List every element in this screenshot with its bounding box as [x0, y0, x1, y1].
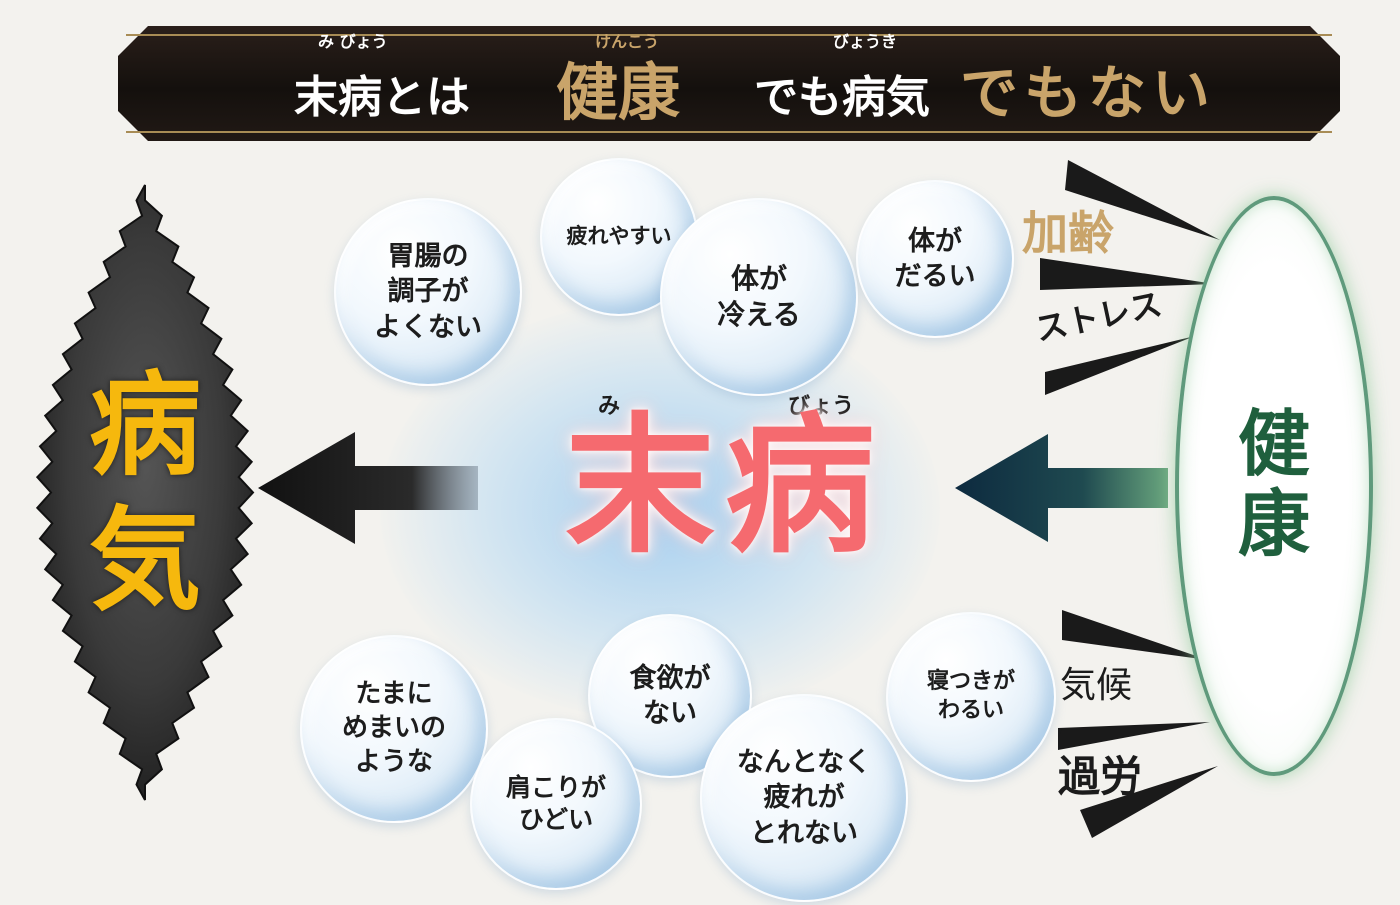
banner-ruby-kenkou: けんこう — [595, 32, 660, 51]
health-char-ken: 健 — [1237, 402, 1310, 486]
illness-char-ki: 気 — [89, 496, 201, 626]
factor-climate: 気候 — [1060, 665, 1133, 706]
health-char-kou: 康 — [1237, 482, 1310, 566]
center-title-mibyou: 末病 — [564, 400, 885, 574]
factor-aging: 加齢 — [1022, 206, 1114, 260]
banner-ruby-mibyou: み びょう — [318, 32, 388, 51]
bubble-sleep: 寝つきが わるい — [886, 612, 1056, 782]
factor-overwork: 過労 — [1058, 752, 1143, 801]
banner-text-mibyou-towa: 末病とは — [294, 72, 470, 123]
title-banner — [118, 26, 1340, 141]
arrow-to-illness — [258, 432, 478, 544]
bubble-shoulder: 肩こりが ひどい — [470, 718, 642, 890]
bubble-stomach: 胃腸の 調子が よくない — [334, 198, 522, 386]
arrow-from-health — [955, 434, 1168, 542]
bubble-cold-body: 体が 冷える — [660, 198, 858, 396]
bubble-dizzy: たまに めまいの ような — [300, 635, 488, 823]
banner-ruby-byouki: びょうき — [833, 32, 898, 51]
banner-text-demonai: でもない — [960, 59, 1217, 127]
health-ellipse — [1175, 196, 1373, 776]
banner-text-kenkou: 健康 — [556, 56, 681, 129]
center-ruby-mi: み — [598, 394, 621, 419]
center-ruby-byou: びょう — [788, 394, 855, 419]
banner-text-demo-byouki: でも病気 — [754, 72, 930, 123]
illness-char-byou: 病 — [89, 361, 201, 491]
bubble-fatigue: なんとなく 疲れが とれない — [700, 694, 908, 902]
illness-spiky-shape — [35, 184, 255, 801]
bubble-sluggish: 体が だるい — [856, 180, 1014, 338]
